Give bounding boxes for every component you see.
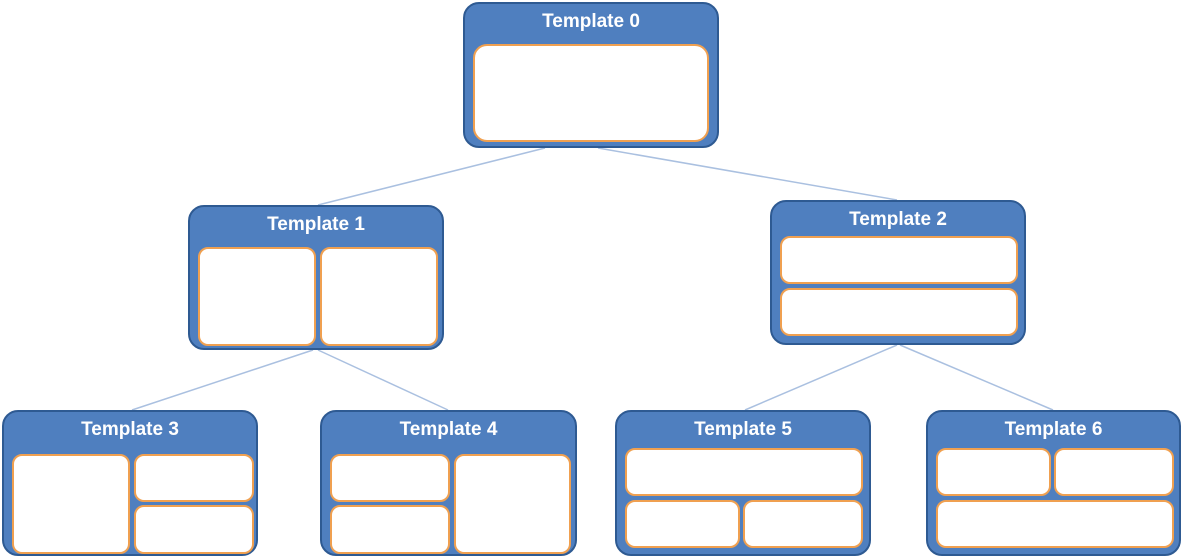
layout-slot [12, 454, 130, 554]
edge-t0-t2 [597, 147, 898, 201]
layout-slot [936, 448, 1051, 496]
edge-t1-t3 [131, 349, 314, 411]
template-node-3: Template 3 [2, 410, 258, 556]
edge-t2-t6 [899, 344, 1054, 411]
template-node-6: Template 6 [926, 410, 1181, 556]
layout-slot [134, 454, 254, 502]
layout-slot [320, 247, 438, 346]
template-node-0: Template 0 [463, 2, 719, 148]
template-node-1: Template 1 [188, 205, 444, 350]
layout-slot [743, 500, 863, 548]
template-title: Template 5 [694, 419, 792, 440]
layout-slot [330, 505, 450, 554]
layout-slot [936, 500, 1174, 548]
layout-slot [625, 500, 740, 548]
layout-slot [454, 454, 571, 554]
edge-t1-t4 [317, 349, 449, 411]
template-title: Template 3 [81, 419, 179, 440]
template-node-5: Template 5 [615, 410, 871, 556]
template-title: Template 4 [399, 419, 498, 440]
layout-slot [330, 454, 450, 502]
layout-slot [134, 505, 254, 554]
layout-slot [1054, 448, 1174, 496]
edge-t2-t5 [744, 344, 898, 411]
layout-slot [625, 448, 863, 496]
template-title: Template 2 [849, 209, 947, 230]
template-node-4: Template 4 [320, 410, 577, 556]
template-node-2: Template 2 [770, 200, 1026, 345]
template-title: Template 6 [1004, 419, 1103, 440]
template-title: Template 0 [542, 11, 640, 32]
layout-slot [198, 247, 316, 346]
layout-slot [780, 288, 1018, 336]
template-title: Template 1 [267, 214, 365, 235]
edge-t0-t1 [317, 147, 546, 206]
layout-slot [473, 44, 709, 142]
layout-slot [780, 236, 1018, 284]
